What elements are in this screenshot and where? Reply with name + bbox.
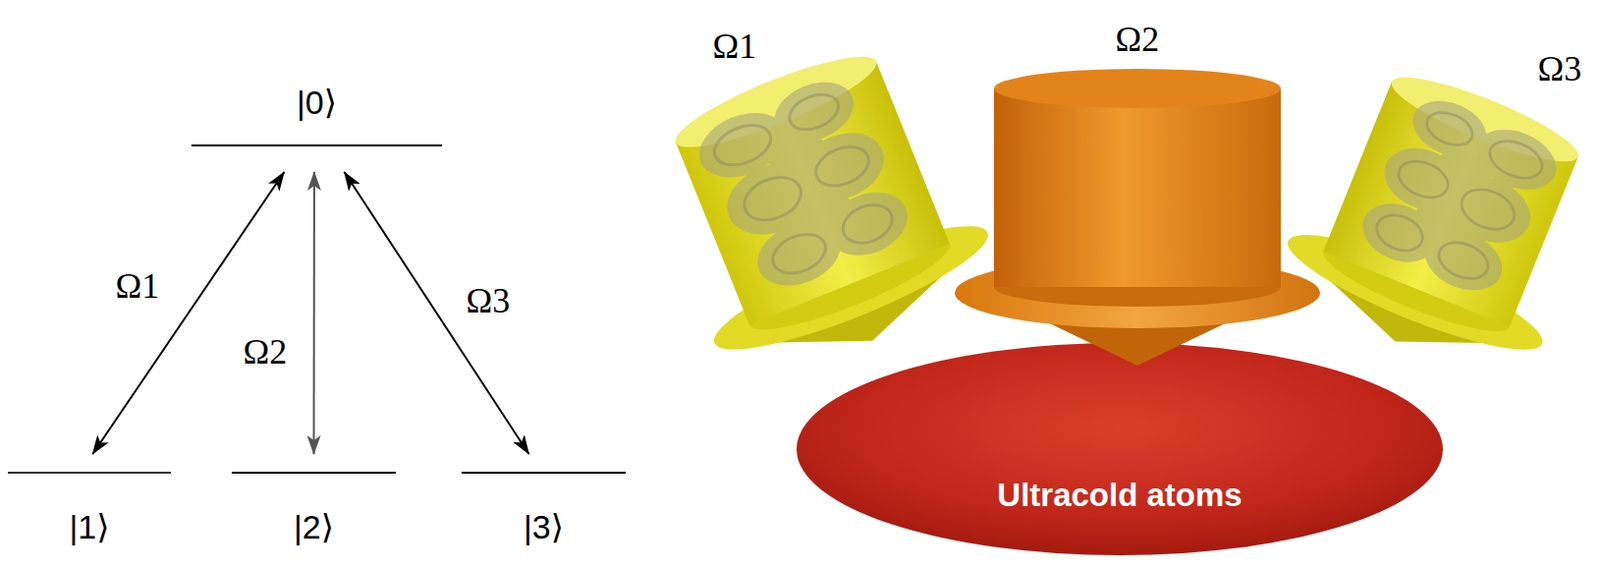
atom-cloud-ellipse: Ultracold atoms [795, 341, 1460, 556]
energy-level: |2⟩ [231, 471, 396, 552]
energy-level: |0⟩ [191, 78, 442, 147]
center-laser-beam [954, 68, 1321, 366]
rabi-frequency-label: Ω3 [466, 280, 511, 321]
beam-label: Ω2 [1115, 19, 1160, 59]
atom-cloud-shape [795, 341, 1444, 556]
energy-level: |3⟩ [461, 471, 626, 552]
beam-label: Ω3 [1538, 49, 1583, 89]
state-label: |1⟩ [7, 506, 171, 547]
right-laser-beam [1268, 49, 1600, 392]
cloud-label: Ultracold atoms [795, 473, 1444, 517]
transition-arrow [313, 171, 316, 454]
atom-cloud-fill [796, 342, 1443, 555]
rabi-frequency-label: Ω2 [243, 331, 288, 372]
transition-arrow [344, 171, 530, 454]
transition-arrow [92, 171, 284, 454]
state-label: |2⟩ [231, 506, 396, 547]
left-laser-beam [631, 26, 1010, 396]
state-label: |0⟩ [191, 82, 442, 122]
rabi-frequency-label: Ω1 [115, 266, 161, 306]
beam-label: Ω1 [713, 26, 758, 66]
energy-level: |1⟩ [7, 471, 171, 552]
state-label: |3⟩ [461, 506, 626, 547]
